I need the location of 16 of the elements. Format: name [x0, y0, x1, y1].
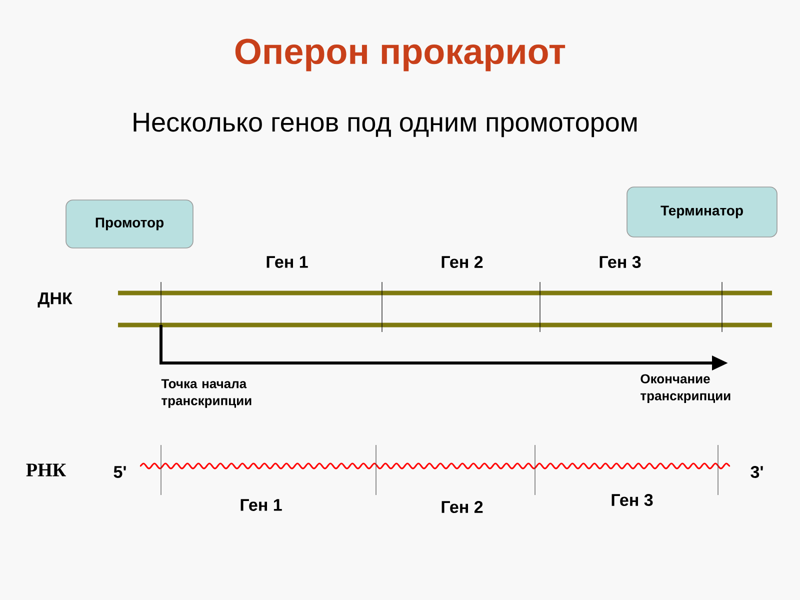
subtitle: Несколько генов под одним промотором	[134, 112, 637, 138]
gene-label: Ген 3	[612, 494, 653, 506]
rna-label: РНК	[26, 464, 66, 476]
note: Окончание транскрипции	[640, 374, 730, 403]
callout-box: Промотор	[66, 200, 194, 248]
gene-label: Ген 3	[600, 256, 641, 268]
end-label: 5'	[114, 466, 126, 478]
gene-label: Ген 2	[442, 256, 483, 268]
gene-label: Ген 2	[442, 500, 483, 514]
note: Точка начала транскрипции	[161, 379, 252, 408]
callout-box: Терминатор	[626, 186, 778, 238]
dna-label: ДНК	[38, 292, 72, 308]
title: Оперон прокариот	[235, 38, 566, 72]
gene-label: Ген 1	[266, 256, 308, 268]
gene-label: Ген 1	[240, 499, 282, 511]
end-label: 3'	[750, 466, 763, 478]
